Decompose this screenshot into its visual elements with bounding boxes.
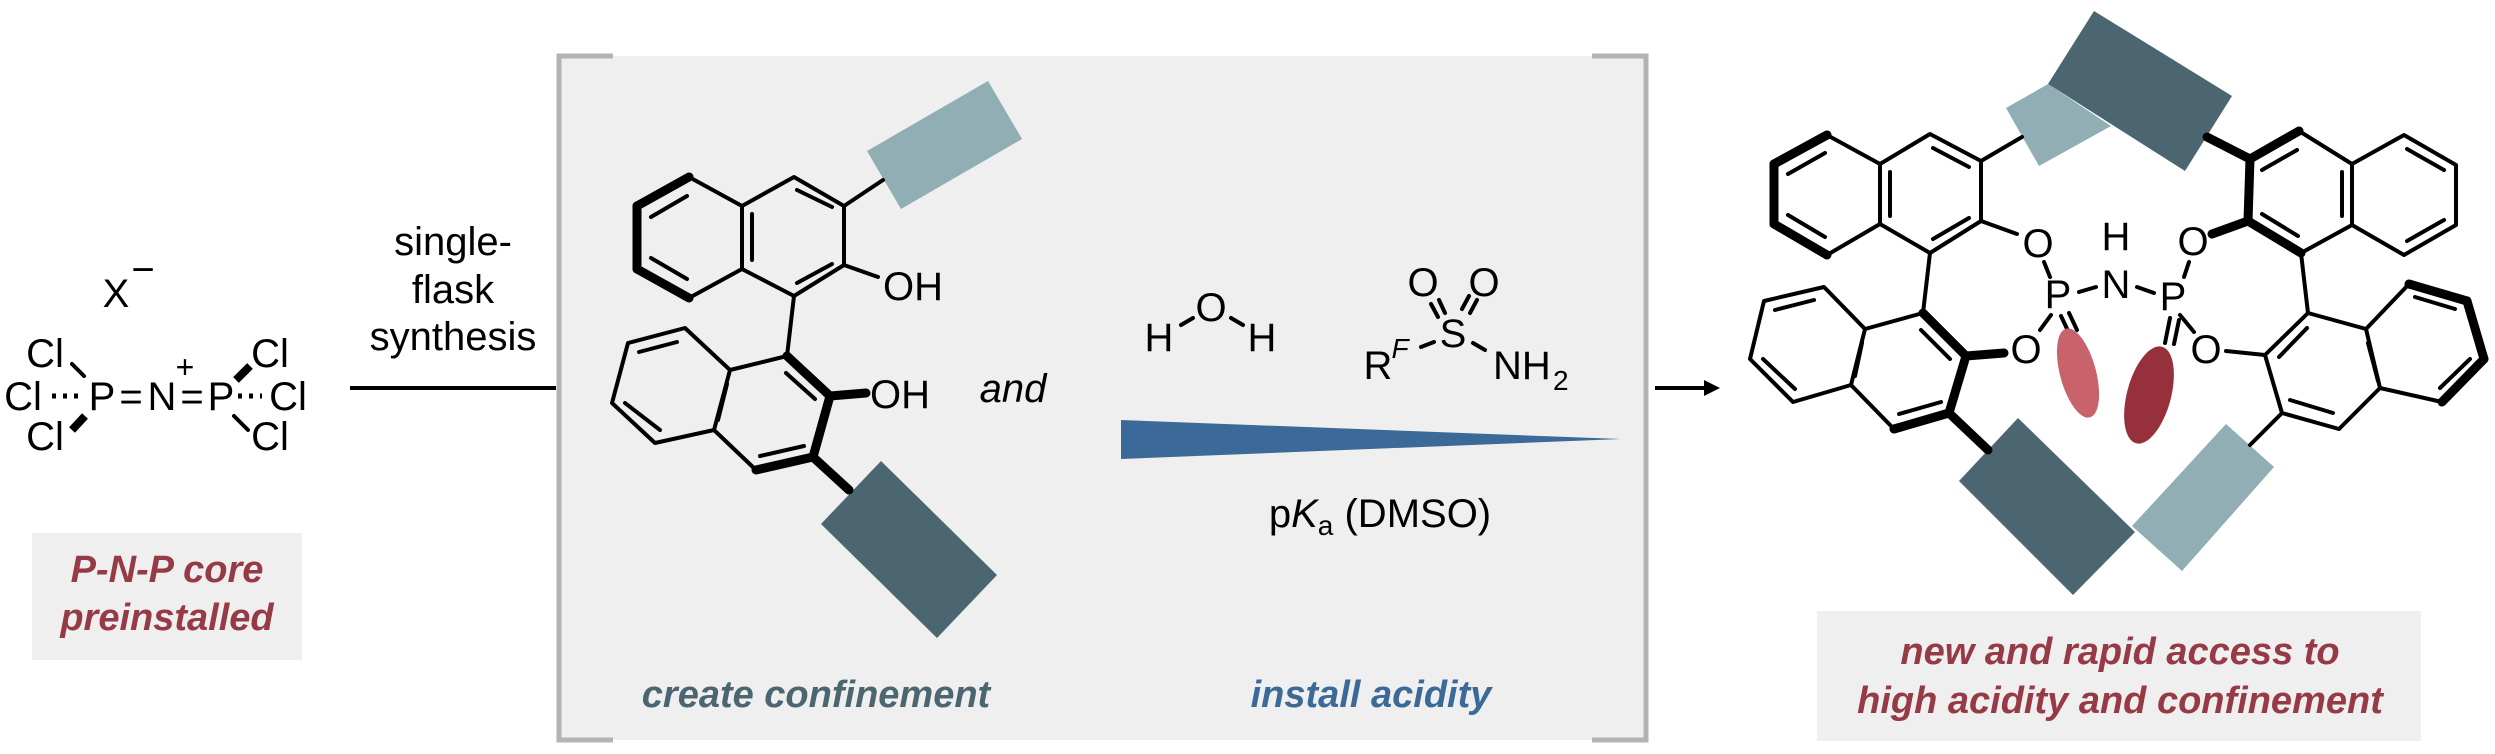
p-atom: P (89, 375, 116, 419)
arrow-head-icon (1704, 380, 1720, 396)
h-atom: H (1248, 316, 1277, 360)
step-text: synthesis (370, 315, 537, 359)
substituent-block-dark (2048, 11, 2232, 171)
left-bracket (556, 53, 613, 743)
building-blocks-panel: OH OH and H O H R F S O O NH 2 (556, 53, 1649, 743)
reaction-step: single- flask synthesis (350, 220, 556, 390)
r-group: R (1364, 344, 1393, 388)
nh-group: NH (1493, 344, 1551, 388)
wedge-bond (233, 363, 253, 383)
p-atom: P (2045, 273, 2072, 317)
substituent-block-light (2006, 84, 2111, 166)
pnp-reagent: X − Cl Cl Cl P = N + = P Cl Cl Cl (4, 248, 307, 459)
aromatic-ring (1878, 132, 1983, 255)
cl-atom: Cl (251, 332, 289, 376)
label-line: high acidity and confinement (1857, 680, 2384, 722)
label-line: preinstalled (59, 597, 274, 639)
p-atom: P (2160, 275, 2187, 319)
cl-atom: Cl (269, 375, 307, 419)
r-superscript: F (1391, 333, 1410, 364)
counterion-charge: − (131, 248, 154, 292)
hydroxyl-label: OH (883, 265, 943, 309)
imidodiphosphate-product: O O O O P P N H (1748, 11, 2489, 595)
water-structure: H O H (1145, 286, 1277, 360)
right-bracket (1592, 53, 1649, 743)
lone-pair-lobe-light (2056, 328, 2100, 418)
product-label: new and rapid access to high acidity and… (1817, 611, 2421, 741)
aromatic-ring (740, 175, 846, 298)
o-atom: O (2022, 222, 2053, 266)
o-atom: O (1468, 261, 1499, 305)
pka-gradient-wedge (1121, 420, 1621, 459)
label-box (1817, 611, 2421, 741)
o-atom: O (2177, 220, 2208, 264)
confinement-label: create confinement (642, 674, 992, 716)
nh-subscript: 2 (1553, 365, 1569, 396)
counterion-x: X (103, 272, 130, 316)
acidity-label: install acidity (1251, 674, 1494, 716)
label-box (32, 533, 302, 660)
hydroxyl-label: OH (870, 373, 930, 417)
cl-atom: Cl (26, 332, 64, 376)
p-atom: P (208, 375, 235, 419)
o-atom: O (1195, 286, 1226, 330)
o-atom: O (1407, 261, 1438, 305)
o-atom: O (2190, 328, 2221, 372)
aromatic-ring (1748, 285, 1867, 404)
substituent-block-light (867, 81, 1022, 209)
binol-structure: OH OH (610, 81, 1022, 638)
panel-background (557, 56, 1648, 740)
lone-pair-lobe-dark (2124, 346, 2174, 444)
cation-charge: + (176, 349, 195, 385)
reaction-arrow (1655, 380, 1720, 396)
h-atom: H (1145, 316, 1174, 360)
double-bond: = (180, 375, 203, 419)
o-atom: O (2010, 328, 2041, 372)
pka-label: pKa (DMSO) (1269, 492, 1491, 541)
wedge-bond (69, 413, 88, 433)
and-label: and (980, 367, 1048, 411)
cl-atom: Cl (4, 375, 42, 419)
n-atom: N (2102, 263, 2131, 307)
s-atom: S (1440, 312, 1467, 356)
sulfonamide-structure: R F S O O NH 2 (1364, 261, 1569, 396)
step-text: single- (394, 220, 512, 264)
bond (232, 414, 250, 432)
double-bond: = (119, 375, 142, 419)
substituent-block-light (2132, 424, 2274, 571)
h-atom: H (2102, 215, 2131, 259)
label-line: P-N-P core (71, 549, 264, 591)
cl-atom: Cl (26, 415, 64, 459)
label-line: new and rapid access to (1900, 631, 2339, 673)
substituent-block-dark (821, 461, 997, 638)
cl-atom: Cl (251, 415, 289, 459)
aromatic-ring (610, 326, 732, 445)
aromatic-ring (2350, 133, 2458, 257)
substituent-block-dark (1959, 418, 2135, 595)
bond (70, 362, 86, 378)
step-text: flask (412, 268, 495, 312)
n-atom: N (148, 375, 177, 419)
pnp-core-label: P-N-P core preinstalled (32, 533, 302, 660)
